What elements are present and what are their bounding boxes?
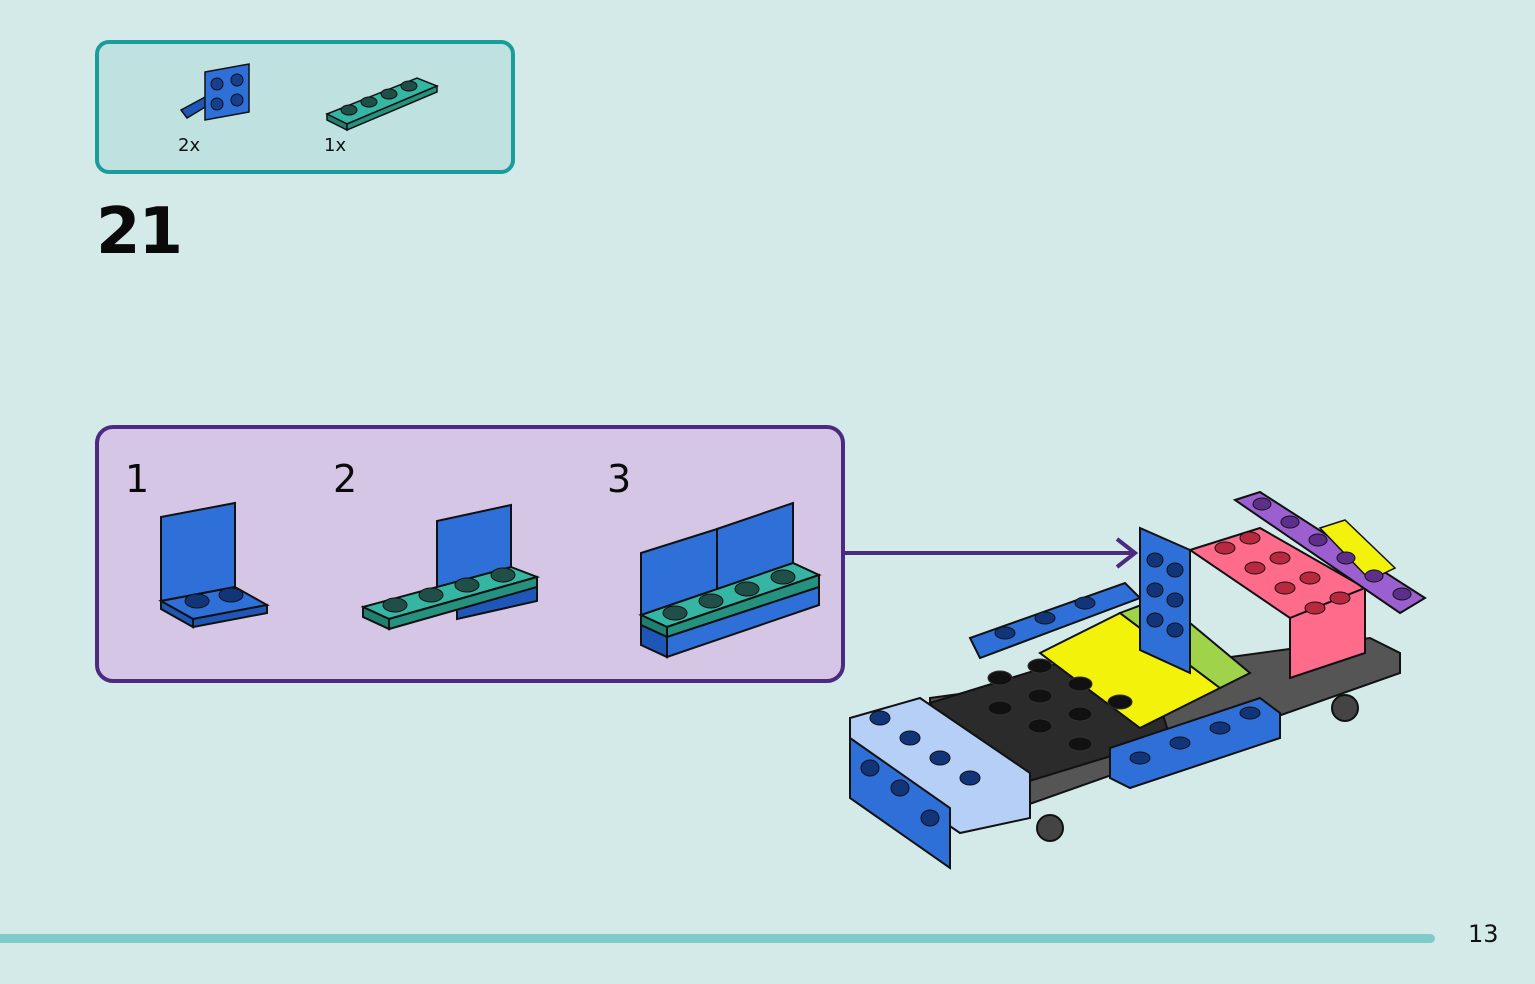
blue-bracket-icon [179,63,250,121]
sub-step-2-illustration [361,503,541,631]
sub-step-number: 3 [607,457,632,501]
sub-assembly-box: 1 2 3 [95,425,845,683]
sub-step-3-illustration [638,501,822,659]
parts-list-box: 2x 1x [95,40,515,174]
part-quantity: 2x [178,135,201,156]
part-quantity: 1x [324,135,347,156]
teal-plate-icon [325,77,439,132]
step-number: 21 [96,195,183,269]
vehicle-chassis-illustration [849,490,1427,870]
placement-arrow-icon [845,537,1139,569]
sub-step-number: 1 [125,457,150,501]
footer-bar [0,934,1435,943]
sub-step-1-bracket-illustration [158,501,270,629]
sub-step-number: 2 [333,457,358,501]
page-number: 13 [1468,920,1499,948]
